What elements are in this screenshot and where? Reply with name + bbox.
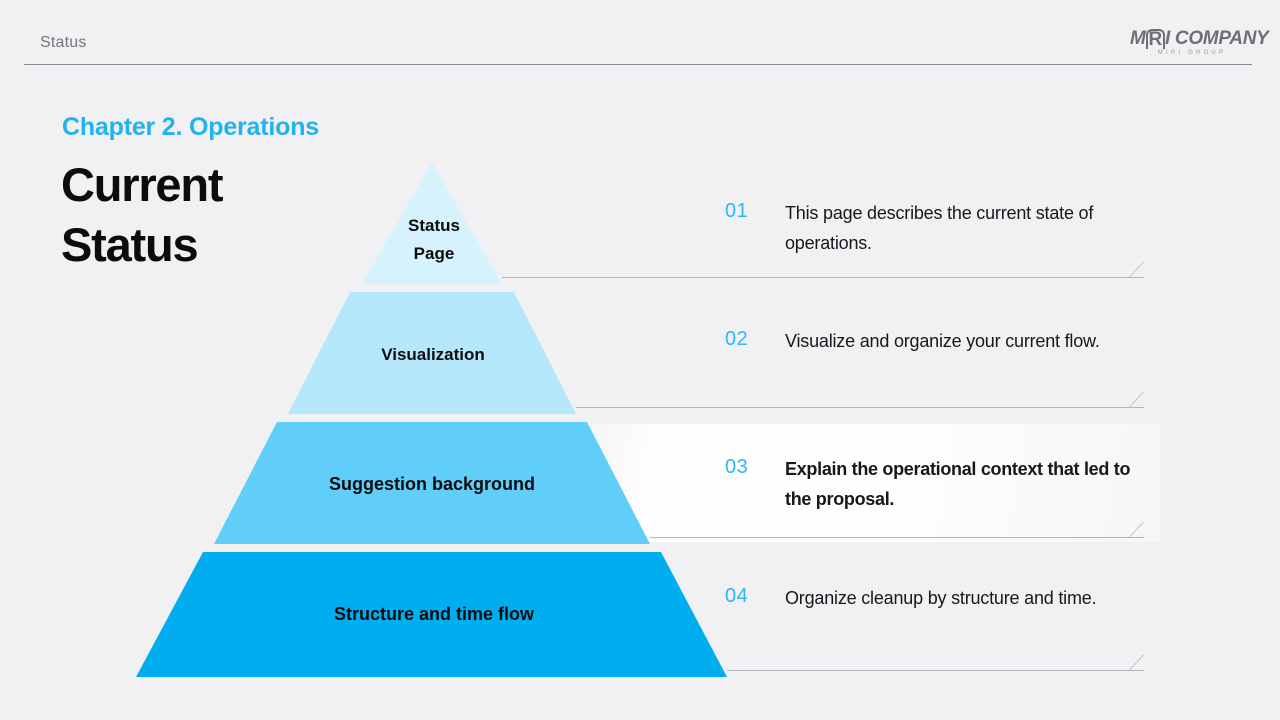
detail-item-01-number: 01 [725, 200, 749, 222]
divider-bar [502, 277, 1144, 278]
detail-item-02-number: 02 [725, 328, 749, 350]
detail-item-01-text: This page describes the current state of… [785, 203, 1094, 253]
detail-item-04-divider [727, 655, 1159, 671]
detail-item-02-text: Visualize and organize your current flow… [785, 331, 1100, 351]
divider-end-tick [1128, 262, 1159, 278]
pyramid-tier-3-label: Suggestion background [328, 474, 535, 494]
divider-end-tick [1128, 655, 1159, 671]
detail-item-03-divider [650, 522, 1159, 538]
page-title: Current Status [61, 158, 224, 271]
header-divider [24, 64, 1252, 65]
divider-bar [576, 407, 1144, 408]
logo-prefix: M [1130, 28, 1146, 49]
divider-bar [727, 670, 1144, 671]
header-title: Status [40, 34, 87, 51]
divider-end-tick [1128, 392, 1159, 408]
logo-boxed-letter: R [1145, 29, 1165, 49]
pyramid-tier-4-label: Structure and time flow [333, 604, 535, 624]
detail-item-04-text: Organize cleanup by structure and time. [785, 588, 1097, 608]
detail-item-01-divider [502, 262, 1159, 278]
pyramid-tier-2-label: Visualization [381, 345, 485, 364]
detail-item-03-number: 03 [725, 456, 749, 478]
divider-bar [650, 537, 1144, 538]
slide-header: Status [0, 0, 1280, 66]
detail-item-04-number: 04 [725, 585, 749, 607]
logo-suffix: I COMPANY [1164, 28, 1269, 49]
pyramid-tier-1-label: Status Page [408, 216, 460, 263]
active-row-highlight [560, 424, 1160, 542]
logo-subtitle: MIRI GROUP [1157, 50, 1227, 56]
chapter-label: Chapter 2. Operations [62, 113, 319, 141]
detail-item-02-divider [576, 392, 1159, 408]
detail-item-03-text: Explain the operational context that led… [785, 459, 1131, 509]
